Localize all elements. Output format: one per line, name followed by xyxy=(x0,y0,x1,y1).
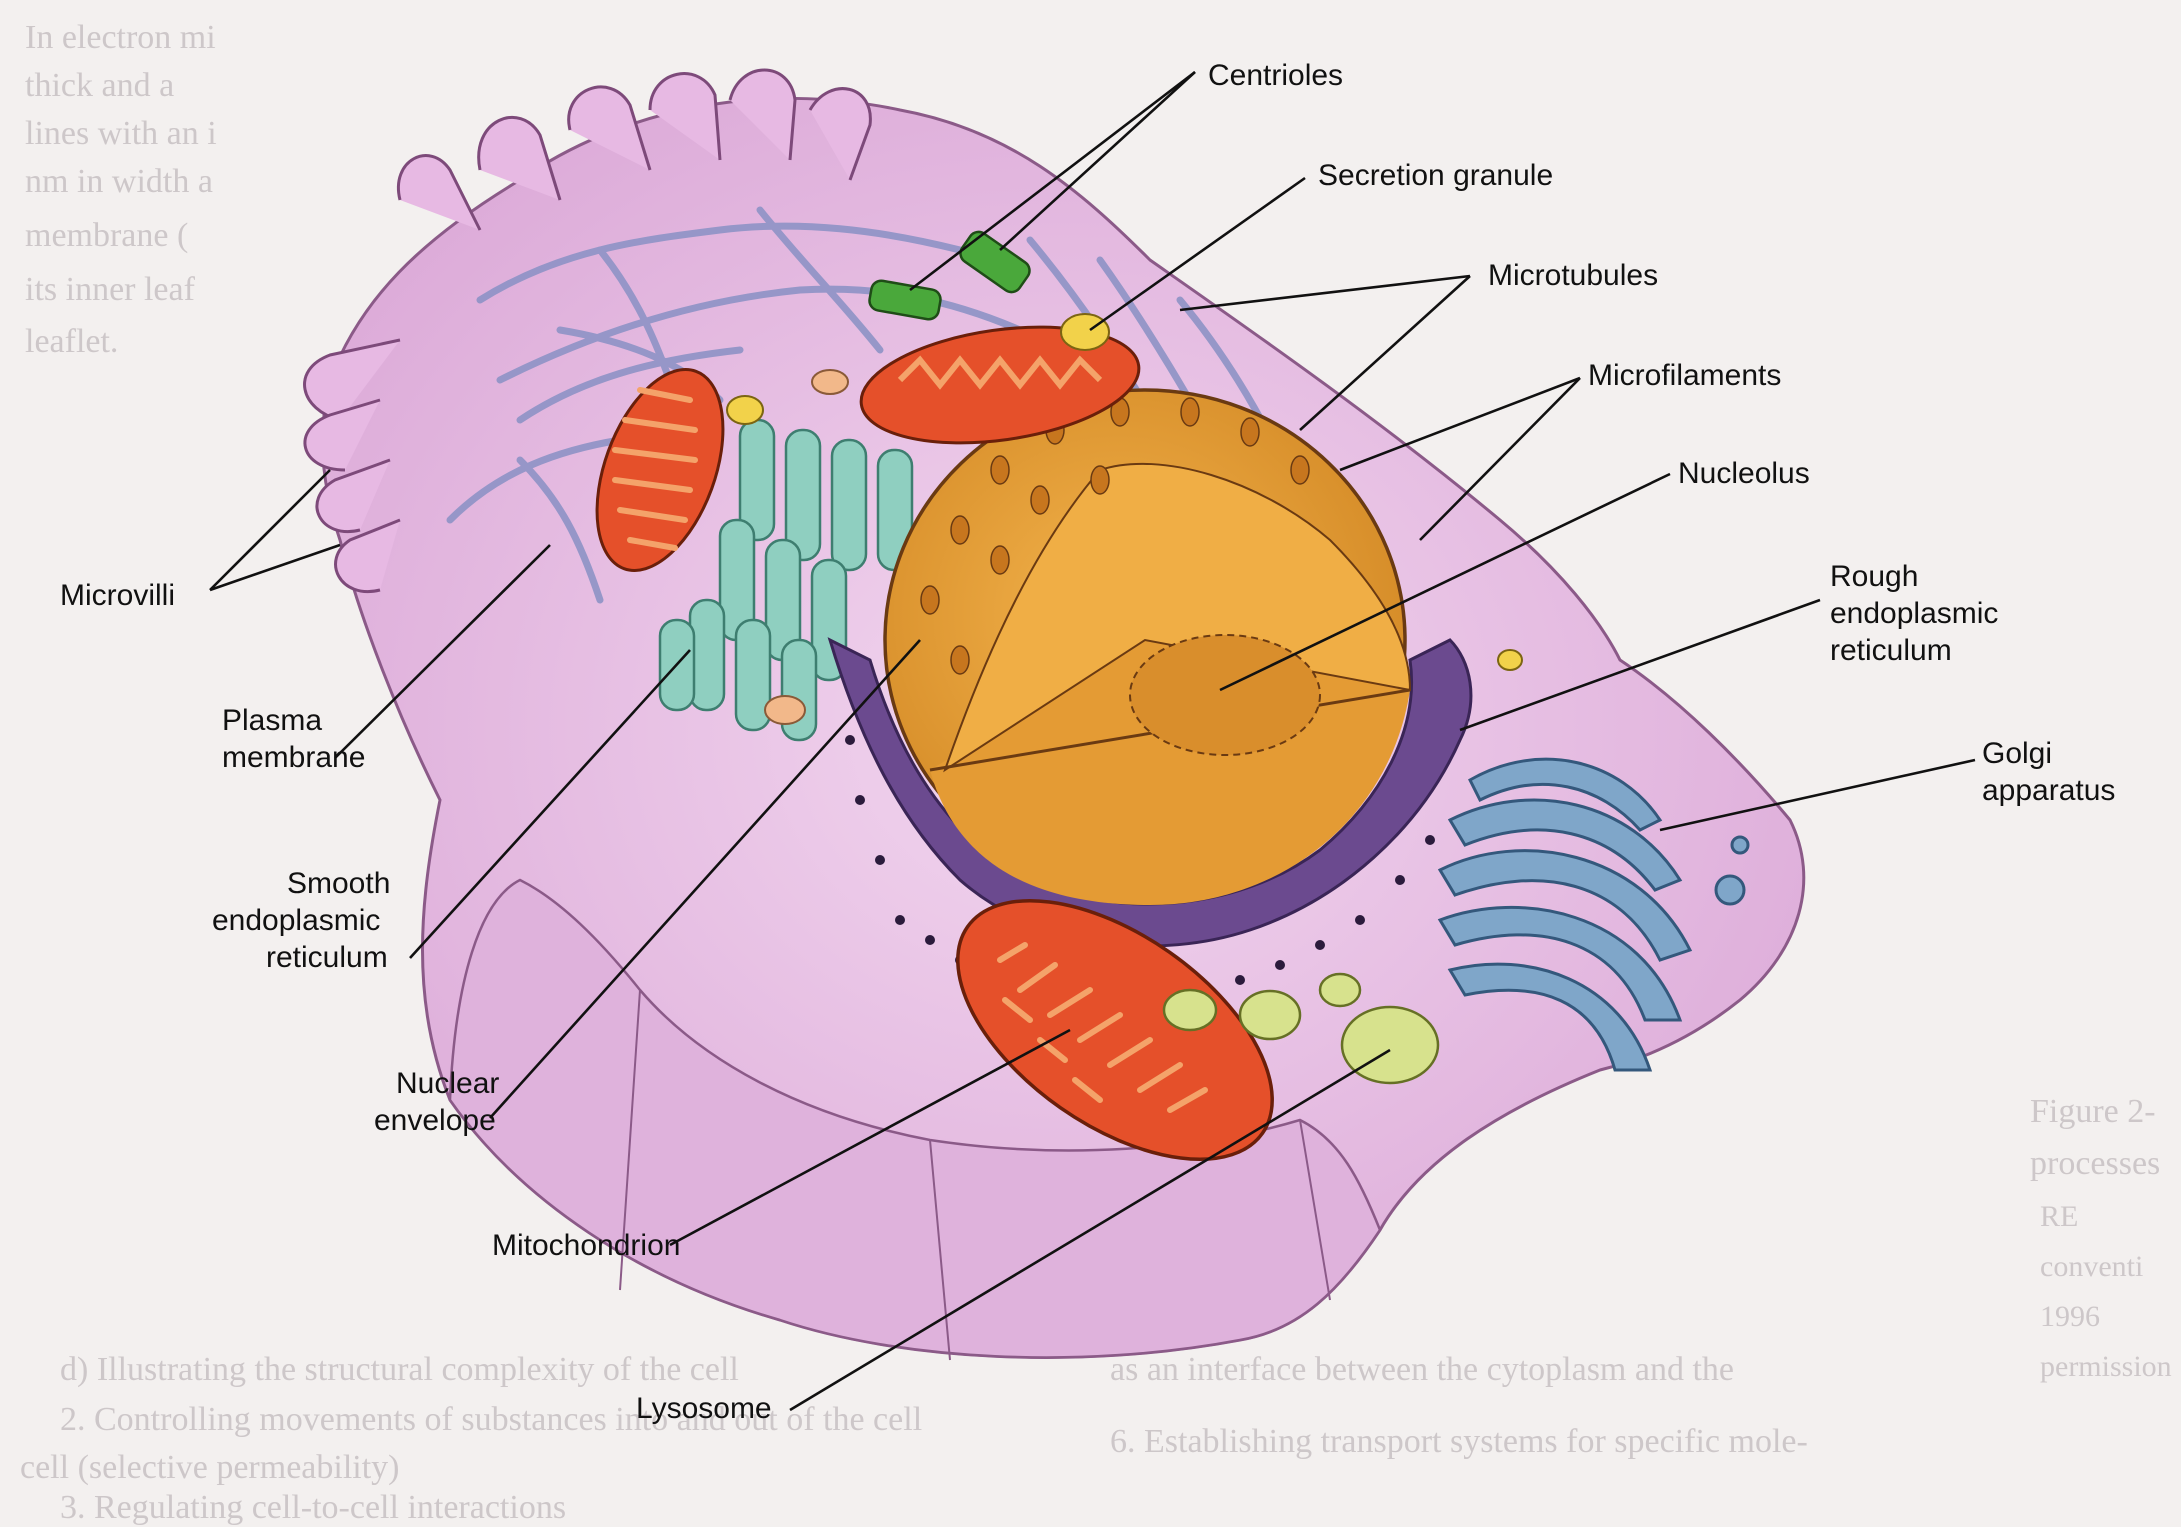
leader-lines xyxy=(209,70,1976,1412)
bg-text-line: d) Illustrating the structural complexit… xyxy=(60,1351,739,1388)
nucleolus xyxy=(1129,634,1321,756)
label-microfilaments: Microfilaments xyxy=(1588,359,1781,392)
labels: Centrioles Secretion granule Microtubule… xyxy=(60,59,2115,1425)
label-microvilli: Microvilli xyxy=(60,579,175,612)
label-golgi-line1: Golgi xyxy=(1982,737,2052,770)
mitochondrion-upper-left xyxy=(595,368,725,572)
label-microtubules: Microtubules xyxy=(1488,259,1658,292)
bg-text-line: as an interface between the cytoplasm an… xyxy=(1110,1351,1734,1388)
label-nuclear-envelope-line1: Nuclear xyxy=(396,1067,499,1100)
secretion-granules xyxy=(726,313,1523,671)
smooth-er xyxy=(658,418,914,742)
label-smooth-er-line3: reticulum xyxy=(266,941,388,974)
small-vesicles xyxy=(764,369,849,725)
label-rough-er-line2: endoplasmic xyxy=(1830,597,1998,630)
label-golgi-line2: apparatus xyxy=(1982,774,2115,807)
label-plasma-membrane-line1: Plasma xyxy=(222,704,322,737)
bg-text-line: nm in width a xyxy=(25,163,213,200)
background-page-text: In electron mi thick and a lines with an… xyxy=(20,19,2172,1526)
bg-text-line: In electron mi xyxy=(25,19,216,56)
golgi-apparatus xyxy=(1437,757,1750,1072)
microvilli xyxy=(303,68,872,593)
bg-text-line: thick and a xyxy=(25,67,174,104)
label-secretion-granule: Secretion granule xyxy=(1318,159,1553,192)
label-rough-er-line1: Rough xyxy=(1830,560,1918,593)
label-smooth-er-line1: Smooth xyxy=(287,867,390,900)
bg-text-line: membrane ( xyxy=(25,217,188,254)
bg-text-line: lines with an i xyxy=(25,115,217,152)
label-plasma-membrane-line2: membrane xyxy=(222,741,365,774)
bg-text-line: cell (selective permeability) xyxy=(20,1449,399,1486)
centrioles xyxy=(868,230,1031,321)
label-nucleolus: Nucleolus xyxy=(1678,457,1810,490)
label-mitochondrion: Mitochondrion xyxy=(492,1229,680,1262)
nucleus xyxy=(883,388,1412,905)
bg-text-line: processes xyxy=(2030,1145,2160,1182)
label-smooth-er-line2: endoplasmic xyxy=(212,904,380,937)
bg-text-line: 1996 xyxy=(2040,1300,2100,1333)
bg-text-line: leaflet. xyxy=(25,323,118,360)
bg-text-line: 3. Regulating cell-to-cell interactions xyxy=(60,1489,566,1526)
label-rough-er-line3: reticulum xyxy=(1830,634,1952,667)
label-centrioles: Centrioles xyxy=(1208,59,1343,92)
label-lysosome: Lysosome xyxy=(636,1392,772,1425)
bg-text-line: Figure 2- xyxy=(2030,1093,2156,1130)
bg-text-line: 2. Controlling movements of substances i… xyxy=(60,1401,922,1438)
bg-text-line: RE xyxy=(2040,1200,2078,1233)
mitochondrion-upper xyxy=(859,325,1141,445)
bg-text-line: permission xyxy=(2040,1350,2172,1383)
mitochondrion-lower xyxy=(956,898,1274,1162)
label-nuclear-envelope-line2: envelope xyxy=(374,1104,496,1137)
bg-text-line: 6. Establishing transport systems for sp… xyxy=(1110,1423,1808,1460)
bg-text-line: conventi xyxy=(2040,1250,2143,1283)
bg-text-line: its inner leaf xyxy=(25,271,196,308)
